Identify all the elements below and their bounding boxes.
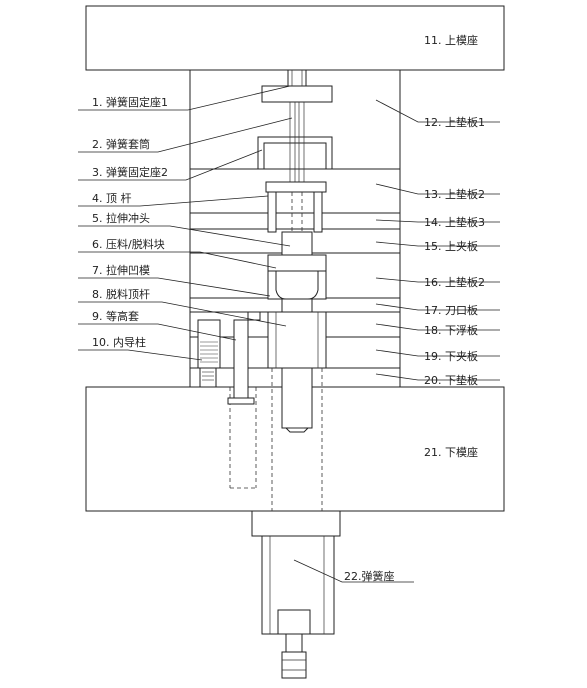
label-spring-fixed-seat-2: 3. 弹簧固定座2: [92, 165, 168, 179]
right-labels: 11. 上模座 12. 上垫板1 13. 上垫板2 14. 上垫板3 15. 上…: [344, 33, 485, 583]
label-lower-clamp-plate: 19. 下夹板: [424, 349, 478, 363]
spring-fixed-seat-1: [261, 69, 333, 103]
label-inner-guide-post: 10. 内导柱: [92, 335, 146, 349]
label-upper-backing-plate-2b: 16. 上垫板2: [424, 275, 485, 289]
label-drawing-die: 7. 拉伸凹模: [92, 263, 150, 277]
label-lower-die-base: 21. 下模座: [424, 445, 478, 459]
label-pressing-stripper-block: 6. 压料/脱料块: [92, 237, 165, 251]
left-leader-lines: [78, 85, 293, 361]
label-upper-backing-plate-2: 13. 上垫板2: [424, 187, 485, 201]
label-ejector-rod: 4. 顶 杆: [92, 191, 132, 205]
label-drawing-punch: 5. 拉伸冲头: [92, 211, 150, 225]
label-upper-backing-plate-3: 14. 上垫板3: [424, 215, 485, 229]
label-cutting-edge-plate: 17. 刀口板: [424, 303, 478, 317]
label-upper-clamp-plate: 15. 上夹板: [424, 239, 478, 253]
spring-seat: [251, 510, 341, 679]
label-lower-backing-plate: 20. 下垫板: [424, 373, 478, 387]
label-upper-die-base: 11. 上模座: [424, 33, 478, 47]
left-labels: 1. 弹簧固定座1 2. 弹簧套筒 3. 弹簧固定座2 4. 顶 杆 5. 拉伸…: [92, 95, 168, 349]
label-upper-backing-plate-1: 12. 上垫板1: [424, 115, 485, 129]
upper-die-base: [85, 5, 505, 71]
stripper-rod: [281, 367, 313, 433]
label-stripper-rod: 8. 脱料顶杆: [92, 287, 150, 301]
stripper-and-die: [267, 254, 327, 369]
label-spring-fixed-seat-1: 1. 弹簧固定座1: [92, 95, 168, 109]
inner-guide-post: [197, 319, 221, 388]
spring-sleeve: [257, 102, 333, 192]
label-spring-seat: 22.弹簧座: [344, 569, 395, 583]
label-spring-sleeve: 2. 弹簧套筒: [92, 137, 150, 151]
equal-height-sleeve: [227, 311, 261, 405]
spring-fixed-seat-2: [265, 181, 327, 233]
label-equal-height-sleeve: 9. 等高套: [92, 309, 139, 323]
right-leader-lines: [293, 99, 500, 583]
label-lower-floating-plate: 18. 下浮板: [424, 323, 478, 337]
